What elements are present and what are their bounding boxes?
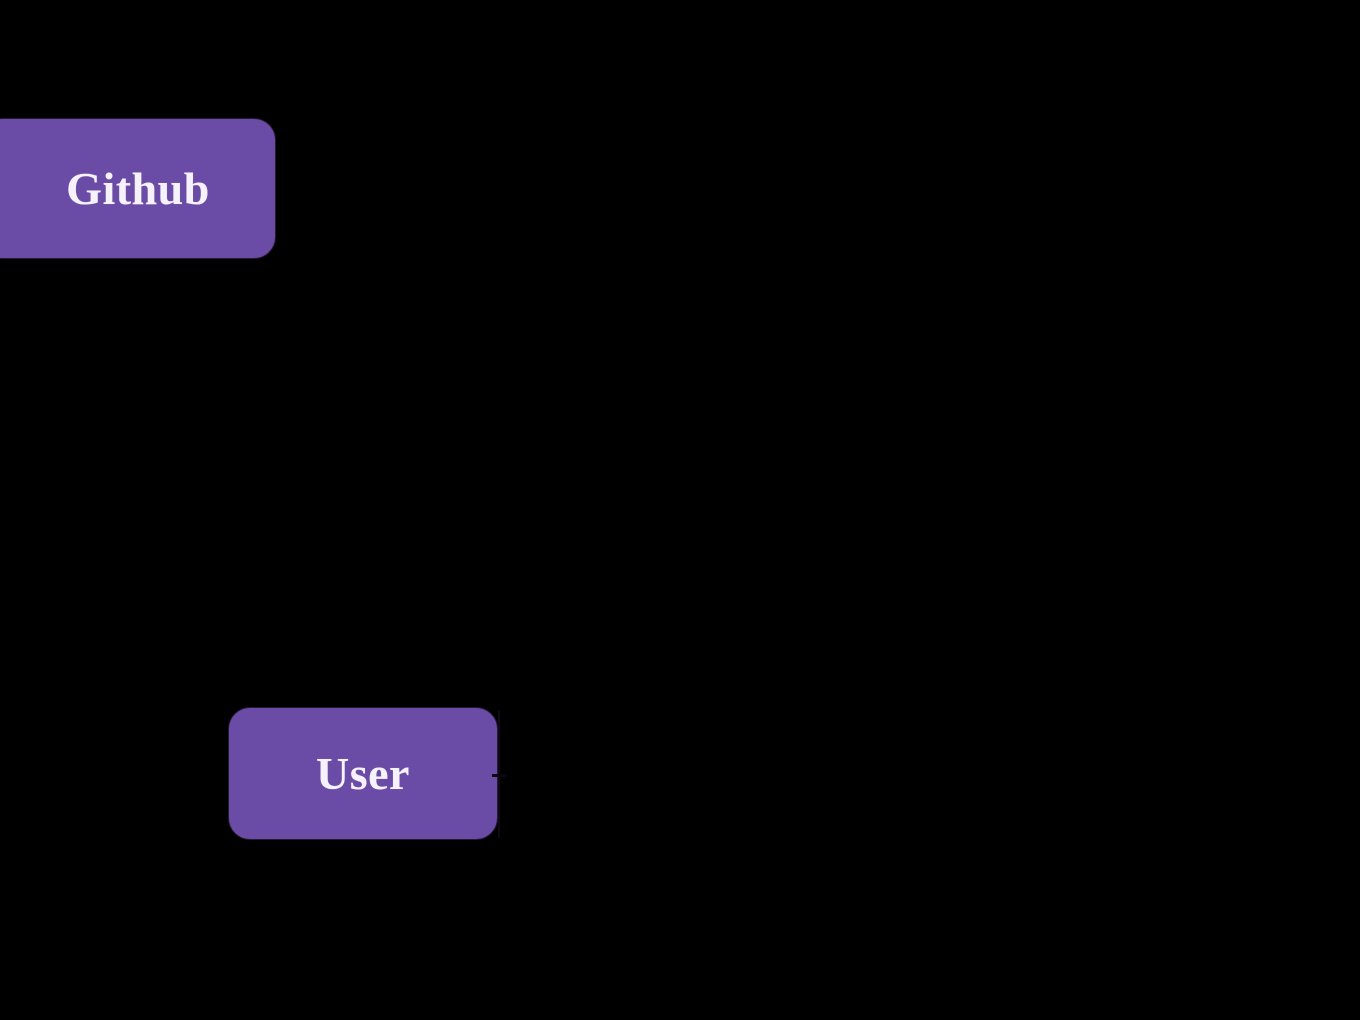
node-github[interactable]: Github — [0, 118, 276, 259]
node-user-label: User — [316, 747, 410, 799]
node-github-label: Github — [66, 162, 210, 214]
node-user[interactable]: User — [228, 707, 498, 840]
edge-user-right-stub — [492, 774, 506, 777]
